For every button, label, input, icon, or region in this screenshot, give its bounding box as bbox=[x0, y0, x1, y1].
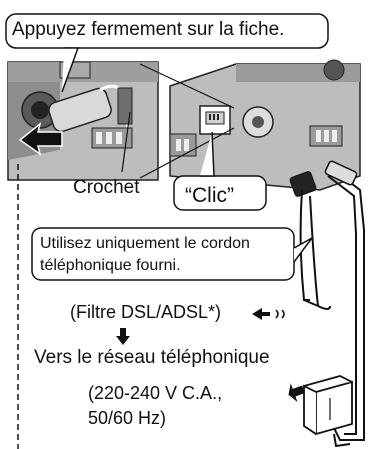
label-hook: Crochet bbox=[73, 177, 140, 198]
zoom-line bbox=[139, 127, 235, 179]
note-line-1: Utilisez uniquement le cordon bbox=[40, 235, 250, 252]
phone-jack bbox=[199, 105, 231, 135]
callout-top-box bbox=[5, 13, 329, 49]
callout-clic-pointer bbox=[200, 131, 215, 177]
power-arrow-icon bbox=[288, 383, 305, 403]
plug-closeup bbox=[48, 87, 112, 133]
down-arrow-icon bbox=[116, 328, 130, 345]
ac-adaptor-icon bbox=[303, 375, 353, 448]
label-power-line-1: (220-240 V C.A., bbox=[88, 383, 223, 403]
phone-cord-plug bbox=[289, 171, 317, 197]
callout-press-firmly: Appuyez fermement sur la fiche. bbox=[12, 19, 285, 40]
label-power-line-2: 50/60 Hz) bbox=[88, 408, 167, 428]
hook-leader bbox=[121, 111, 131, 173]
filter-break-icon bbox=[275, 309, 285, 319]
note-pointer bbox=[293, 237, 313, 263]
label-network: Vers le réseau téléphonique bbox=[34, 347, 270, 368]
zoom-line bbox=[139, 63, 235, 109]
callout-clic-box bbox=[173, 175, 267, 211]
label-filter: (Filtre DSL/ADSL*) bbox=[70, 302, 222, 322]
callout-top-pointer bbox=[61, 47, 80, 93]
callout-click: “Clic” bbox=[185, 184, 234, 207]
filter-arrow-icon bbox=[252, 308, 270, 320]
hook-part bbox=[117, 87, 133, 125]
power-cord bbox=[329, 169, 365, 441]
push-arrow-icon bbox=[18, 122, 63, 156]
power-plug bbox=[324, 160, 358, 186]
note-line-2: téléphonique fourni. bbox=[40, 257, 181, 274]
base-unit-photo bbox=[169, 59, 361, 191]
closeup-photo bbox=[7, 61, 159, 181]
